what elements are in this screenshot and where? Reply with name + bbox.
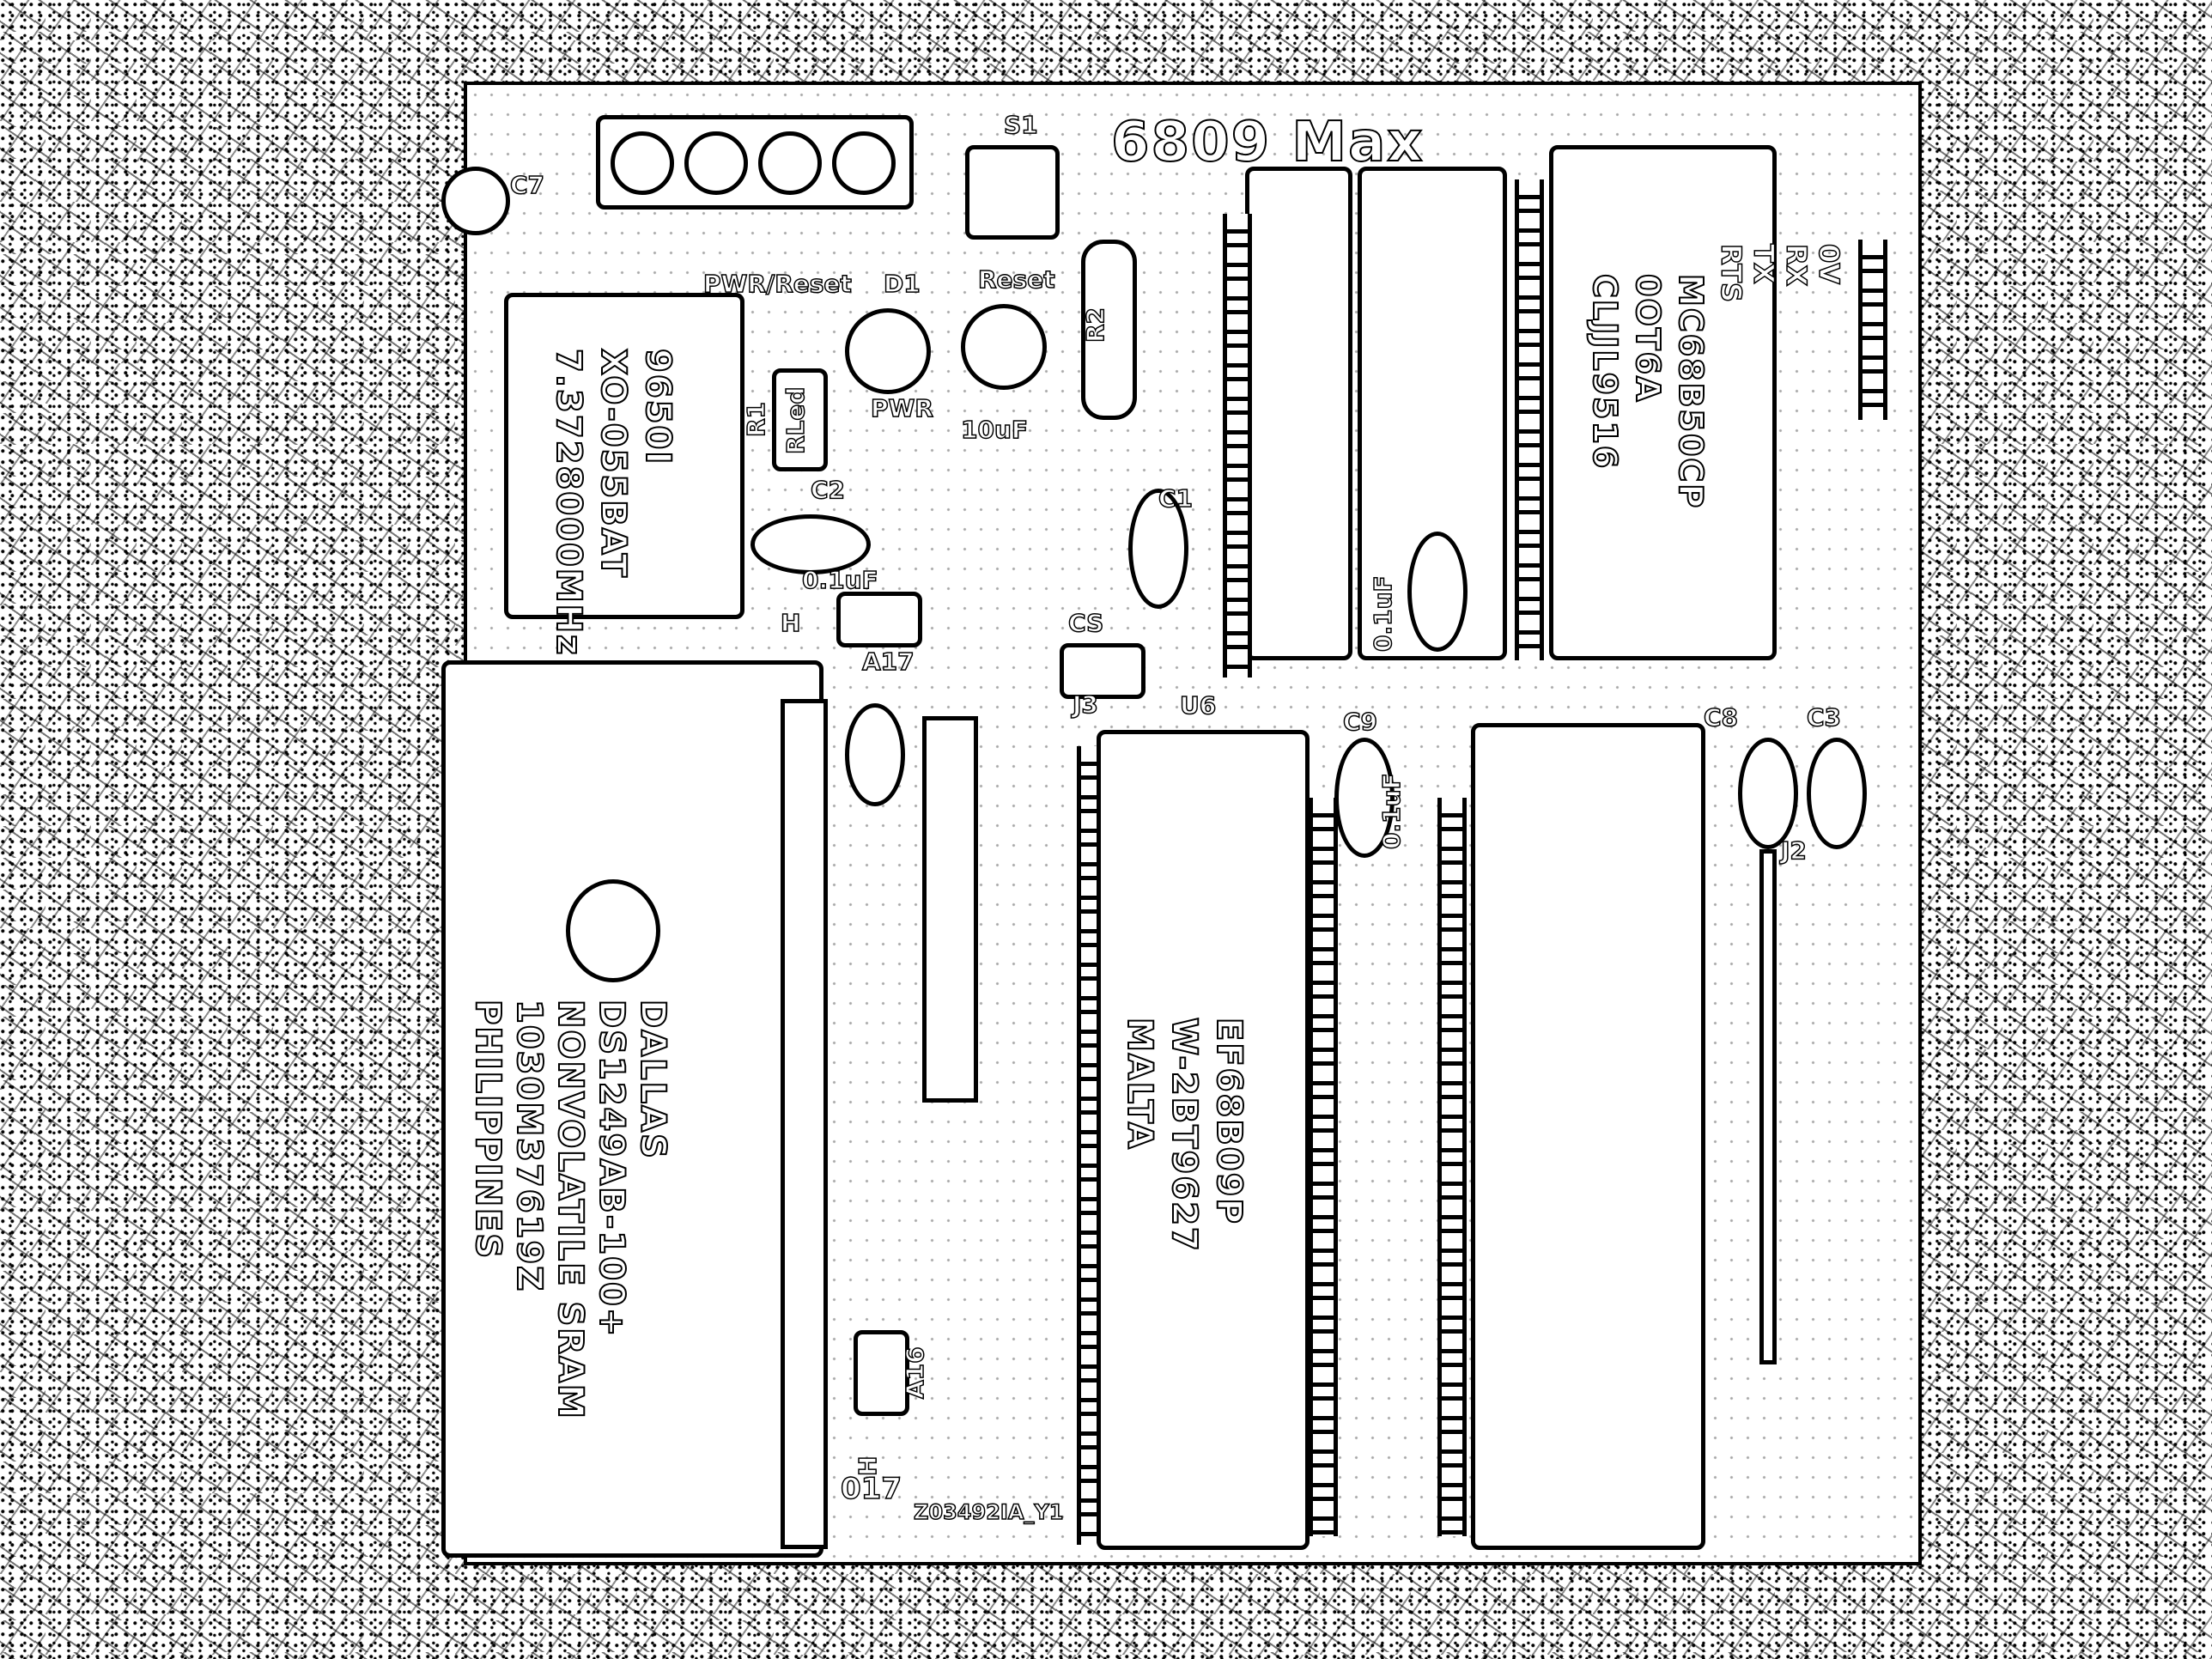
capacitor-c2 [750,514,871,574]
pcb-board: 6809 Max PWR/Reset C7 S1 Reset D1 PWR 10… [441,82,1922,1565]
serial-header-label: 0V RX TX RTS [1714,243,1846,303]
pwr-label: PWR [870,393,933,423]
r2-label: R2 [1080,307,1110,343]
ic-pins [1223,214,1252,678]
reset-label: Reset [977,264,1055,295]
resistor-network [922,716,978,1103]
ic-pins [1309,798,1338,1536]
cap-10uf-label: 10uF [960,415,1029,445]
ic-pins [1437,798,1467,1536]
screw-icon [611,131,674,195]
sram-line: NONVOLATILE SRAM [550,999,591,1421]
capacitor-10uf [961,304,1047,390]
bottom-code: 017 [840,1471,902,1507]
r1-value: RLed [781,386,811,455]
sram-line: DALLAS [632,999,673,1161]
cpu-text: EF68B09P W-2BT9627 MALTA [1117,1017,1251,1254]
jumper-a16[interactable] [854,1330,909,1416]
jumper-h-label: H [780,608,801,638]
dallas-logo-icon [566,879,660,982]
acia-text: MC68B50CP 0OT6A CLJJL9516 [1583,273,1712,510]
jumper-cs[interactable] [1060,643,1146,699]
capacitor [845,703,905,806]
crystal-line: 7.3728000MHz [548,348,589,657]
led-d1 [845,308,931,394]
ic-chip [1245,167,1352,660]
s1-label: S1 [1003,110,1038,140]
j2-label: J2 [1780,836,1807,866]
reset-switch [965,145,1060,240]
acia-chip: MC68B50CP 0OT6A CLJJL9516 [1549,145,1777,660]
c7-label: C7 [509,170,545,200]
screw-icon [758,131,822,195]
crystal-text: 9650I XO-055BAT 7.3728000MHz [546,348,680,657]
sram-line: DS1249AB-100+ [591,999,632,1339]
acia-line: CLJJL9516 [1585,273,1625,471]
socket-rail [781,699,828,1549]
resistor-r2 [1081,240,1137,420]
cs-label: CS [1067,608,1104,638]
board-title: 6809 Max [1110,110,1425,175]
cpu-line: EF68B09P [1208,1017,1249,1226]
capacitor [1407,532,1468,652]
r1-label: R1 [741,401,771,438]
crystal-oscillator: 9650I XO-055BAT 7.3728000MHz [504,293,744,657]
c9-label: C9 [1342,707,1378,737]
sram-text: DALLAS DS1249AB-100+ NONVOLATILE SRAM 10… [467,999,673,1421]
c2-value: 0.1uF [801,565,878,595]
led-c7 [441,167,510,235]
ic-pins [1515,179,1544,660]
bottom-serial: Z03492IA_Y1 [913,1499,1064,1525]
c3-label: C3 [1806,702,1842,732]
c9-value: 0.1uF [1376,773,1407,850]
u6-label: U6 [1179,690,1217,720]
resistor-r1: RLed [772,368,828,471]
acia-line: 0OT6A [1628,273,1668,404]
a16-label: A16 [900,1346,930,1400]
crystal-line: 9650I [637,348,678,466]
sram-line: 1030M37619Z [508,999,550,1293]
c8-label: C8 [1703,702,1739,732]
c1-label: C1 [1158,483,1194,514]
d1-label: D1 [883,269,921,299]
cap-value: 0.1uF [1368,575,1398,653]
cpu-line: W-2BT9627 [1164,1017,1205,1254]
j3-label: J3 [1072,690,1098,720]
capacitor-c8 [1738,738,1798,849]
serial-header-pins[interactable] [1858,240,1887,420]
capacitor-c3 [1807,738,1867,849]
capacitor-c1 [1128,489,1188,609]
acia-line: MC68B50CP [1671,273,1711,510]
jumper-a17[interactable] [836,592,922,647]
cpu-line: MALTA [1119,1017,1160,1152]
header-j2[interactable] [1759,849,1777,1364]
c2-label: C2 [810,475,846,505]
dallas-sram-chip: DALLAS DS1249AB-100+ NONVOLATILE SRAM 10… [441,660,823,1558]
a17-label: A17 [861,647,915,677]
screw-icon [684,131,748,195]
screw-icon [832,131,896,195]
sram-line: PHILIPPINES [467,999,508,1261]
cpu-chip: EF68B09P W-2BT9627 MALTA [1097,730,1310,1550]
ic-chip [1471,723,1705,1550]
terminal-block [596,115,914,210]
crystal-line: XO-055BAT [592,348,634,580]
